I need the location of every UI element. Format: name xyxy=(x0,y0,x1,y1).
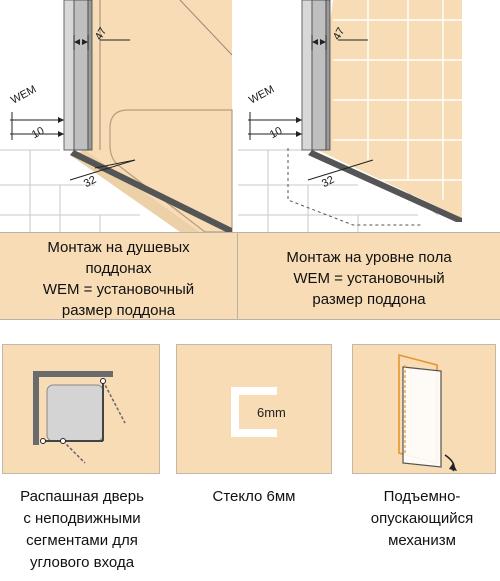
label-lift: Подъемно- опускающийся механизм xyxy=(370,488,474,549)
corner-door-icon xyxy=(33,371,126,464)
feature-tile-glass: 6mm xyxy=(176,344,332,474)
glass-thickness-label: 6mm xyxy=(257,405,286,420)
glass-thickness-icon xyxy=(231,387,277,437)
tray-mount-caption: Монтаж на душевых поддонах WEM = установ… xyxy=(42,239,195,319)
tray-mount-drawing xyxy=(0,0,238,232)
label-glass: Стекло 6мм xyxy=(212,488,296,505)
caption-divider xyxy=(237,233,238,319)
feature-tile-lift xyxy=(352,344,496,474)
caption-row: Монтаж на душевых поддонах WEM = установ… xyxy=(0,232,500,320)
feature-tile-corner-door xyxy=(2,344,160,474)
lift-mechanism-icon xyxy=(398,353,457,472)
floor-level-drawing xyxy=(238,0,500,232)
floor-level-caption: Монтаж на уровне пола WEM = установочный… xyxy=(286,249,452,308)
label-corner-door: Распашная дверь с неподвижными сегментам… xyxy=(20,488,144,571)
